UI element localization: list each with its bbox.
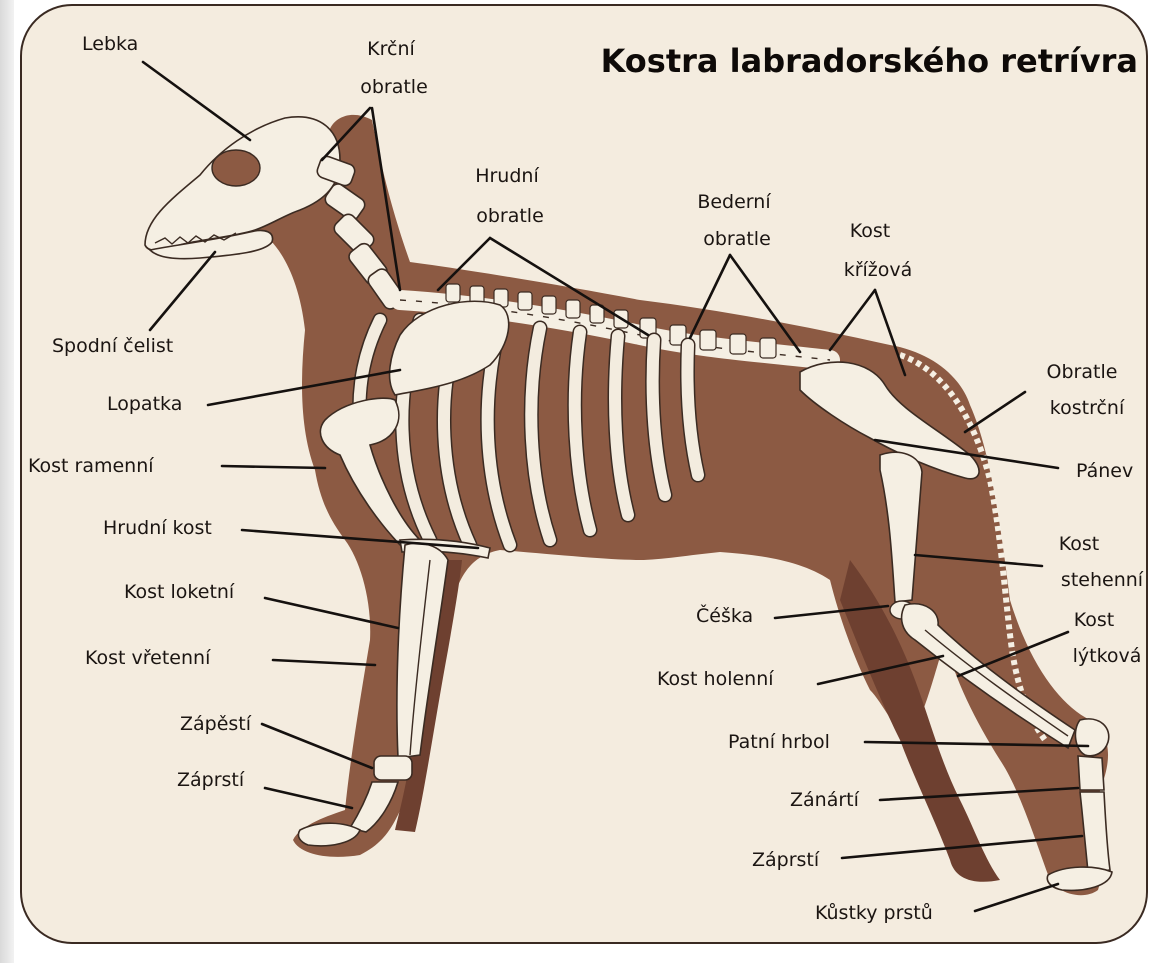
label-kost-lytkova: Kost lýtková	[1073, 609, 1142, 667]
spinous-process	[446, 284, 460, 302]
label-panev: Pánev	[1076, 460, 1133, 482]
eye-socket	[212, 150, 260, 186]
leader-vretenni	[273, 660, 375, 665]
leader-lebka	[143, 62, 250, 140]
label-bederni-line1: Bederní	[697, 191, 771, 213]
tarsal-bone	[1078, 756, 1104, 790]
leader-zaprsti-front	[265, 788, 352, 808]
leader-spodni-celist	[150, 252, 215, 330]
label-zanarti: Zánártí	[790, 789, 860, 811]
spinous-process	[760, 338, 776, 358]
label-lopatka: Lopatka	[107, 393, 182, 415]
label-kost-holenni: Kost holenní	[657, 668, 774, 690]
label-zaprsti-front: Záprstí	[177, 769, 245, 791]
leader-ramenni	[222, 466, 325, 468]
spinous-process	[700, 330, 716, 350]
label-krcni-line2: obratle	[360, 76, 428, 98]
label-lytkova-line2: lýtková	[1073, 645, 1142, 667]
label-lytkova-line1: Kost	[1074, 609, 1115, 631]
label-kost-stehenni: Kost stehenní	[1059, 533, 1144, 591]
spinous-process	[542, 296, 556, 314]
diagram-title: Kostra labradorského retrívra	[601, 42, 1138, 80]
spinous-process	[730, 334, 746, 354]
label-bederni-obratle: Bederní obratle	[697, 191, 776, 250]
label-kost-ramenni: Kost ramenní	[28, 455, 154, 477]
label-kostrcni-line1: Obratle	[1047, 361, 1118, 383]
label-patni-hrbol: Patní hrbol	[728, 731, 830, 753]
label-hrudni-obratle: Hrudní obratle	[475, 165, 545, 227]
label-hrudni-obratle-line1: Hrudní	[475, 165, 539, 187]
label-krcni-line1: Krční	[367, 38, 415, 60]
spinous-process	[566, 300, 580, 318]
spinous-process	[518, 292, 532, 310]
label-kost-vretenni: Kost vřetenní	[85, 647, 211, 669]
carpal-bone	[374, 756, 412, 780]
label-stehenni-line1: Kost	[1059, 533, 1100, 555]
leader-kustky	[975, 884, 1058, 911]
hind-phalanges-bone	[1047, 867, 1112, 890]
leader-kostrcni	[965, 392, 1025, 432]
label-krizova-line1: Kost	[850, 220, 891, 242]
label-hrudni-kost: Hrudní kost	[103, 517, 212, 539]
label-krcni-obratle: Krční obratle	[360, 38, 428, 98]
label-kost-loketni: Kost loketní	[124, 581, 235, 603]
label-zaprsti-hind: Záprstí	[752, 849, 820, 871]
label-bederni-line2: obratle	[703, 228, 771, 250]
label-hrudni-obratle-line2: obratle	[476, 205, 544, 227]
label-kustky-prstu: Kůstky prstů	[815, 902, 933, 924]
label-ceska: Čéška	[696, 603, 753, 627]
label-zapesti: Zápěstí	[180, 713, 252, 735]
label-krizova-line2: křížová	[844, 259, 913, 281]
label-spodni-celist: Spodní čelist	[52, 335, 173, 357]
label-obratle-kostrcni: Obratle kostrční	[1047, 361, 1125, 419]
label-stehenni-line2: stehenní	[1061, 569, 1144, 591]
calcaneus-bone	[1075, 719, 1108, 756]
label-kost-krizova: Kost křížová	[844, 220, 913, 281]
label-kostrcni-line2: kostrční	[1050, 397, 1125, 419]
label-lebka: Lebka	[82, 33, 138, 55]
